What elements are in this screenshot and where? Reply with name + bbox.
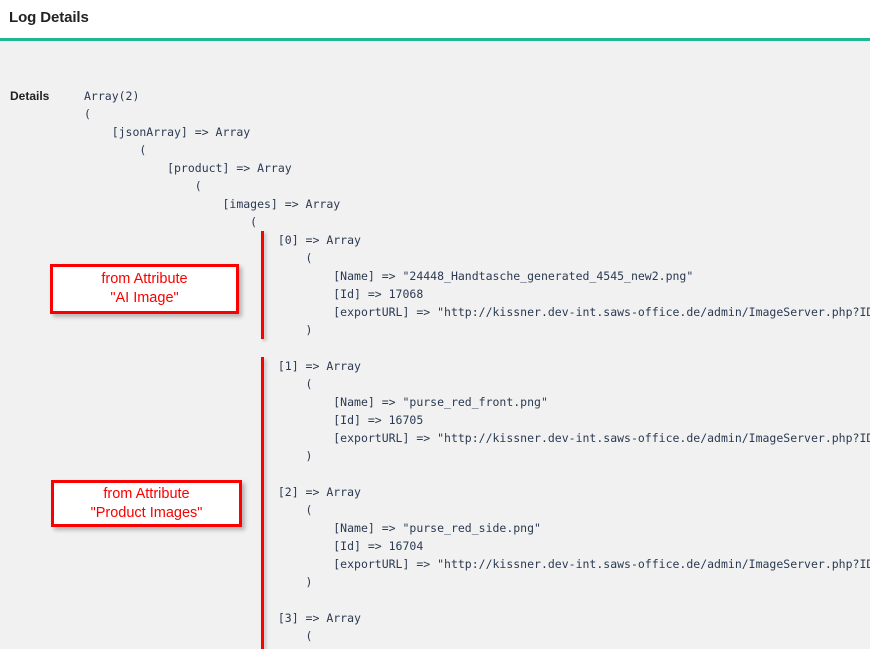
header-divider bbox=[0, 38, 870, 41]
annotation-callout-ai-image: from Attribute "AI Image" bbox=[50, 264, 239, 314]
log-dump-text: Array(2) ( [jsonArray] => Array ( [produ… bbox=[84, 89, 870, 649]
details-panel: Details Array(2) ( [jsonArray] => Array … bbox=[0, 41, 870, 649]
annotation-bar-product-images bbox=[261, 357, 264, 649]
page-title: Log Details bbox=[9, 9, 89, 26]
page-header: Log Details bbox=[0, 0, 870, 38]
annotation-callout-product-images-line2: "Product Images" bbox=[90, 504, 203, 521]
annotation-callout-product-images: from Attribute "Product Images" bbox=[51, 480, 242, 527]
annotation-callout-product-images-line1: from Attribute bbox=[103, 485, 190, 502]
annotation-bar-ai-image bbox=[261, 231, 264, 339]
annotation-callout-ai-image-line1: from Attribute bbox=[101, 271, 188, 287]
annotation-callout-ai-image-line2: "AI Image" bbox=[110, 290, 179, 306]
details-field-label: Details bbox=[10, 89, 50, 103]
